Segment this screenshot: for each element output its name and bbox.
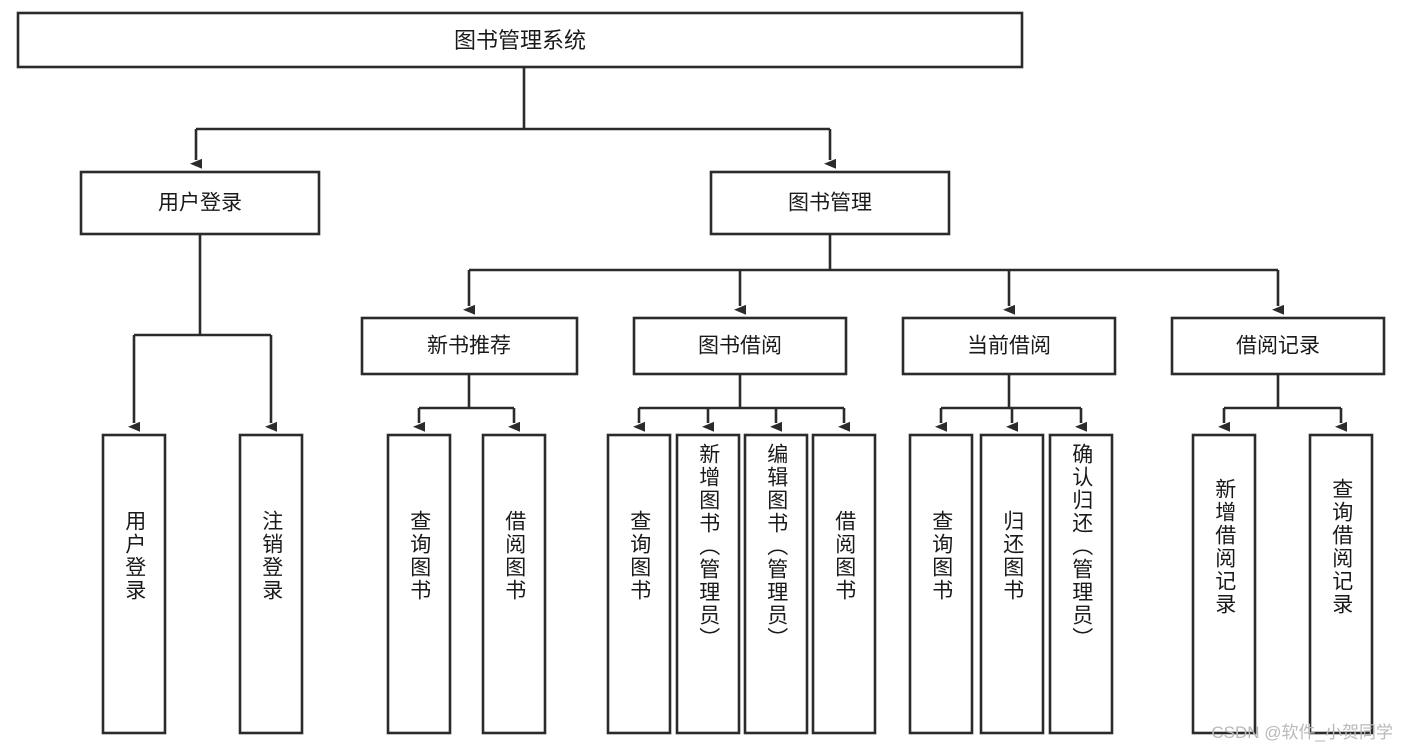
leaf-box-layer [101,433,1374,735]
node-root-label: 图书管理系统 [454,28,586,53]
node-current-borrow-box[interactable] [901,316,1117,376]
node-user-login[interactable]: 用户登录 [79,170,321,236]
leaf-box-query-book-new[interactable] [386,433,452,735]
node-borrow-record[interactable]: 借阅记录 [1170,316,1386,376]
watermark-text: CSDN @软件_小贺同学 [1211,723,1393,742]
node-book-borrow-box[interactable] [632,316,848,376]
connector-layer [128,67,1347,432]
node-book-borrow-label: 图书借阅 [698,335,782,358]
node-book-manage[interactable]: 图书管理 [709,170,951,236]
node-borrow-record-box[interactable] [1170,316,1386,376]
node-new-book-recommend-label: 新书推荐 [427,335,511,358]
node-user-login-label: 用户登录 [158,192,242,215]
leaf-box-confirm-return-admin[interactable] [1048,433,1114,735]
node-new-book-recommend-box[interactable] [360,316,579,376]
node-current-borrow[interactable]: 当前借阅 [901,316,1117,376]
node-root[interactable]: 图书管理系统 [16,11,1024,69]
leaf-box-edit-book-admin[interactable] [743,433,809,735]
leaf-box-borrow-book[interactable] [811,433,877,735]
leaf-box-borrow-book-new[interactable] [481,433,547,735]
node-book-borrow[interactable]: 图书借阅 [632,316,848,376]
leaf-box-return-book[interactable] [979,433,1045,735]
leaf-box-query-book-current[interactable] [908,433,974,735]
node-current-borrow-label: 当前借阅 [967,335,1051,358]
node-user-login-box[interactable] [79,170,321,236]
node-book-manage-label: 图书管理 [788,192,872,215]
node-book-manage-box[interactable] [709,170,951,236]
leaf-box-logout[interactable] [238,433,304,735]
leaf-box-query-book-borrow[interactable] [606,433,672,735]
node-new-book-recommend[interactable]: 新书推荐 [360,316,579,376]
node-root-box[interactable] [16,11,1024,69]
leaf-box-query-borrow-record[interactable] [1308,433,1374,735]
leaf-box-user-login[interactable] [101,433,167,735]
leaf-box-add-borrow-record[interactable] [1191,433,1257,735]
leaf-box-add-book-admin[interactable] [675,433,741,735]
node-borrow-record-label: 借阅记录 [1236,335,1320,358]
